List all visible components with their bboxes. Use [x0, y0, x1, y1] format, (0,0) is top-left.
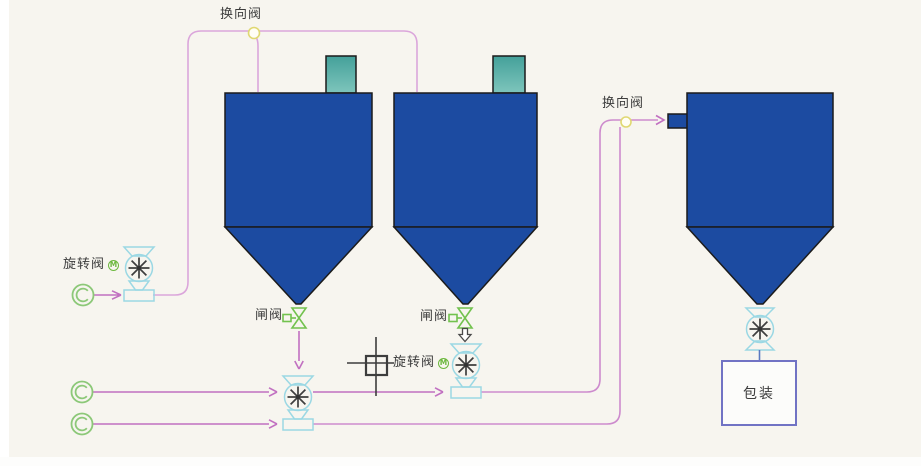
silo-3 — [667, 92, 835, 305]
silo-1 — [223, 55, 374, 305]
top-diverter-label: 换向阀 — [220, 7, 263, 22]
pipe-valve5-to-right-diverter — [481, 114, 666, 393]
silo-3-inlet-stub — [667, 113, 689, 129]
pipe-valve4-to-right-diverter — [313, 127, 621, 425]
blower-1-icon — [71, 283, 95, 307]
bottom-margin — [0, 457, 921, 466]
gate-valve-2-label: 闸阀 — [420, 309, 449, 324]
rotary-valve-packer-icon — [745, 307, 775, 351]
crosshair-datum-icon — [347, 337, 394, 396]
rotary-valve-left-icon — [123, 246, 155, 302]
blower-2-icon — [70, 380, 94, 404]
motor-icon: M — [108, 259, 120, 271]
gate-valve-1-label: 闸阀 — [255, 308, 284, 323]
gate-valve-1-icon — [282, 307, 307, 329]
top-diverter-valve-icon — [247, 26, 261, 40]
flow-arrows — [93, 290, 444, 429]
silo-2 — [392, 55, 539, 305]
right-diverter-valve-icon — [620, 116, 632, 128]
right-diverter-label: 换向阀 — [602, 96, 645, 111]
silo-1-vent — [325, 55, 357, 94]
rotary-valve-mid-icon — [450, 343, 482, 399]
rotary-valve-left-label: 旋转阀 M — [63, 257, 120, 272]
silo-2-vent — [492, 55, 526, 94]
rotary-valve-mid-label: 旋转阀 M — [393, 355, 450, 370]
motor-icon: M — [438, 357, 450, 369]
rotary-valve-center-icon — [282, 375, 314, 431]
blower-3-icon — [70, 412, 94, 436]
gate-valve-2-icon — [448, 307, 473, 329]
gravity-drop-arrow-icon — [457, 327, 473, 343]
packaging-box: 包装 — [721, 360, 797, 426]
left-margin — [0, 0, 9, 466]
packaging-label: 包装 — [743, 386, 775, 402]
